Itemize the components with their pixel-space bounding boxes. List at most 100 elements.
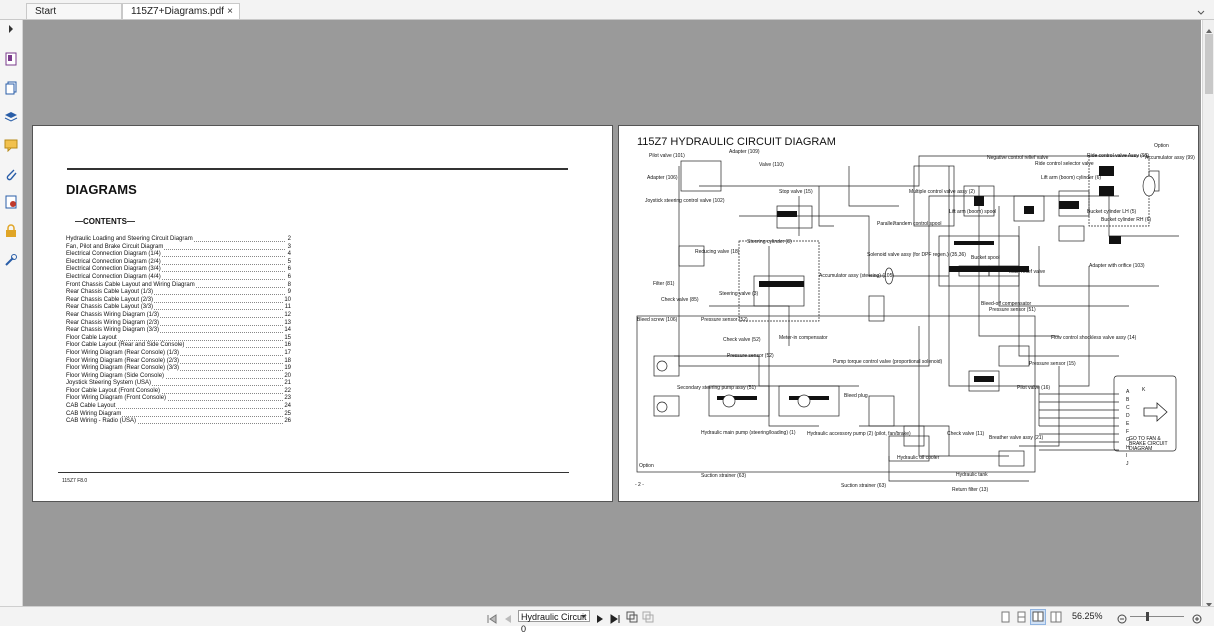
toc-entry-label: Floor Wiring Diagram (Rear Console) (1/3…	[66, 349, 181, 358]
toc-entry[interactable]: Floor Wiring Diagram (Rear Console) (1/3…	[66, 349, 291, 358]
toc-entry-label: Rear Chassis Wiring Diagram (3/3)	[66, 327, 161, 335]
scrollbar-thumb[interactable]	[1205, 34, 1213, 94]
chevron-down-icon[interactable]	[580, 611, 587, 624]
toc-entry[interactable]: CAB Cable Layout 24	[66, 403, 291, 411]
toc-entry-page: 24	[283, 403, 291, 411]
toc-entry[interactable]: CAB Wiring - Radio (USA)26	[66, 418, 291, 426]
diagram-label-valve-110: Valve (110)	[759, 162, 784, 168]
toc-entry[interactable]: Electrical Connection Diagram (3/4)6	[66, 266, 291, 274]
diagram-label-solenoid: Solenoid valve assy (for DPF regen.) (35…	[867, 252, 966, 258]
pages-icon[interactable]	[4, 81, 18, 95]
toc-entry-label: Rear Chassis Wiring Diagram (1/3)	[66, 311, 161, 320]
last-page-icon[interactable]	[609, 611, 621, 629]
diagram-label-steering-cyl: Steering cylinder (8)	[747, 239, 792, 245]
toc-entry[interactable]: Front Chassis Cable Layout and Wiring Di…	[66, 281, 291, 290]
scroll-down-icon[interactable]	[1205, 596, 1213, 614]
expand-pane-icon[interactable]	[4, 22, 18, 36]
diagram-label-steering-valve: Steering valve (3)	[719, 291, 759, 297]
signature-icon[interactable]	[4, 195, 18, 209]
chevron-down-icon[interactable]	[1196, 4, 1206, 15]
toc-entry-label: Floor Wiring Diagram (Rear Console) (3/3…	[66, 365, 181, 373]
tab-start[interactable]: Start	[26, 3, 122, 19]
toc-entry[interactable]: Floor Wiring Diagram (Rear Console) (3/3…	[66, 365, 291, 373]
tab-label: Start	[35, 6, 57, 17]
tab-document[interactable]: 115Z7+Diagrams.pdf ×	[122, 3, 240, 19]
toc-entry[interactable]: Rear Chassis Cable Layout (3/3)11	[66, 304, 291, 312]
toc-entry-page: 18	[283, 357, 291, 366]
toc-entry[interactable]: Joystick Steering System (USA)21	[66, 380, 291, 388]
bookmark-icon[interactable]	[4, 52, 18, 66]
next-page-icon[interactable]	[595, 611, 605, 629]
diagram-label-main-relief: Main relief valve	[1009, 269, 1046, 275]
close-icon[interactable]: ×	[227, 6, 233, 17]
diagram-label-pressure-sensor: Pressure sensor (52)	[701, 317, 748, 323]
pipe-letter: H	[1126, 445, 1130, 451]
page-footer: 115Z7 F8.0	[62, 478, 88, 484]
single-page-icon[interactable]	[999, 610, 1011, 628]
diagram-label-meter-in: Meter-in compensator	[779, 335, 828, 341]
toc-entry[interactable]: Floor Cable Layout (Rear and Side Consol…	[66, 342, 291, 350]
toc-entry[interactable]: Electrical Connection Diagram (2/4)5	[66, 258, 291, 267]
page-footer: - 2 -	[635, 482, 644, 488]
toc-entry-page: 10	[283, 296, 291, 305]
toc-entry[interactable]: Electrical Connection Diagram (1/4)4	[66, 251, 291, 259]
toc-leader	[66, 271, 285, 273]
diagram-label-bleed-plug: Bleed plug	[844, 393, 868, 399]
toc-entry[interactable]: Hydraulic Loading and Steering Circuit D…	[66, 236, 291, 244]
diagram-label-adapter-106: Adapter (106)	[647, 175, 678, 181]
toc-entry[interactable]: Floor Wiring Diagram (Front Console)23	[66, 395, 291, 404]
table-of-contents: Hydraulic Loading and Steering Circuit D…	[66, 236, 291, 426]
zoom-out-icon[interactable]	[1117, 611, 1127, 629]
toc-entry[interactable]: Rear Chassis Cable Layout (1/3)9	[66, 289, 291, 297]
diagram-label-pilot-valve: Pilot valve (101)	[649, 153, 685, 159]
facing-pages-icon[interactable]	[1030, 609, 1046, 625]
toc-entry[interactable]: Floor Wiring Diagram (Rear Console) (2/3…	[66, 357, 291, 366]
toc-entry[interactable]: Rear Chassis Cable Layout (2/3)10	[66, 296, 291, 305]
tools-icon[interactable]	[4, 253, 18, 267]
rotate-view-icon[interactable]	[642, 610, 654, 628]
comments-icon[interactable]	[4, 138, 18, 153]
vertical-scrollbar[interactable]	[1202, 20, 1214, 607]
toc-entry-label: Rear Chassis Cable Layout (1/3)	[66, 289, 155, 297]
toc-entry-label: Floor Cable Layout (Front Console)	[66, 387, 162, 396]
scroll-up-icon[interactable]	[1205, 22, 1213, 40]
toc-entry[interactable]: Rear Chassis Wiring Diagram (3/3)14	[66, 327, 291, 335]
toc-entry[interactable]: Rear Chassis Wiring Diagram (2/3)13	[66, 319, 291, 328]
fit-page-icon[interactable]	[626, 610, 638, 628]
zoom-level[interactable]: 56.25%	[1072, 611, 1103, 621]
toc-entry-page: 17	[283, 349, 291, 358]
bottom-rule	[58, 472, 569, 473]
lock-icon[interactable]	[4, 224, 18, 238]
zoom-slider-thumb[interactable]	[1146, 612, 1149, 621]
attachment-icon[interactable]	[4, 167, 18, 181]
toc-entry-label: CAB Cable Layout	[66, 403, 117, 411]
continuous-facing-icon[interactable]	[1050, 610, 1062, 628]
toc-entry[interactable]: Electrical Connection Diagram (4/4)6	[66, 273, 291, 282]
toc-entry-page: 12	[283, 311, 291, 320]
toc-entry[interactable]: Floor Cable Layout (Front Console)22	[66, 387, 291, 396]
hydraulic-schematic	[636, 155, 1179, 482]
diagram-label-lift-spool: Lift arm (boom) spool	[949, 209, 997, 215]
document-viewer[interactable]: DIAGRAMS —CONTENTS— Hydraulic Loading an…	[23, 20, 1201, 606]
toc-leader	[66, 316, 285, 318]
zoom-slider[interactable]	[1130, 616, 1184, 617]
pdf-page-contents: DIAGRAMS —CONTENTS— Hydraulic Loading an…	[32, 125, 613, 502]
page-selector[interactable]: Hydraulic Circuit 0	[518, 610, 590, 634]
toc-entry-page: 25	[283, 410, 291, 419]
continuous-page-icon[interactable]	[1015, 610, 1027, 628]
toc-entry[interactable]: Floor Wiring Diagram (Side Console)20	[66, 372, 291, 381]
diagram-label-pilot-16: Pilot valve (16)	[1017, 385, 1051, 391]
first-page-icon[interactable]	[486, 611, 498, 629]
diagram-label-bucket-cyl: Bucket cylinder LH (5)	[1087, 209, 1137, 215]
layers-icon[interactable]	[4, 110, 18, 124]
toc-entry-page: 11	[283, 304, 291, 312]
diagram-label-goto: GO TO FAN & BRAKE CIRCUIT DIAGRAM	[1129, 436, 1168, 452]
previous-page-icon[interactable]	[503, 611, 513, 629]
zoom-in-icon[interactable]	[1192, 611, 1202, 629]
toc-entry[interactable]: Rear Chassis Wiring Diagram (1/3) 12	[66, 311, 291, 320]
toc-entry-label: Electrical Connection Diagram (3/4)	[66, 266, 162, 274]
diagram-label-pressure-15: Pressure sensor (15)	[1029, 361, 1076, 367]
